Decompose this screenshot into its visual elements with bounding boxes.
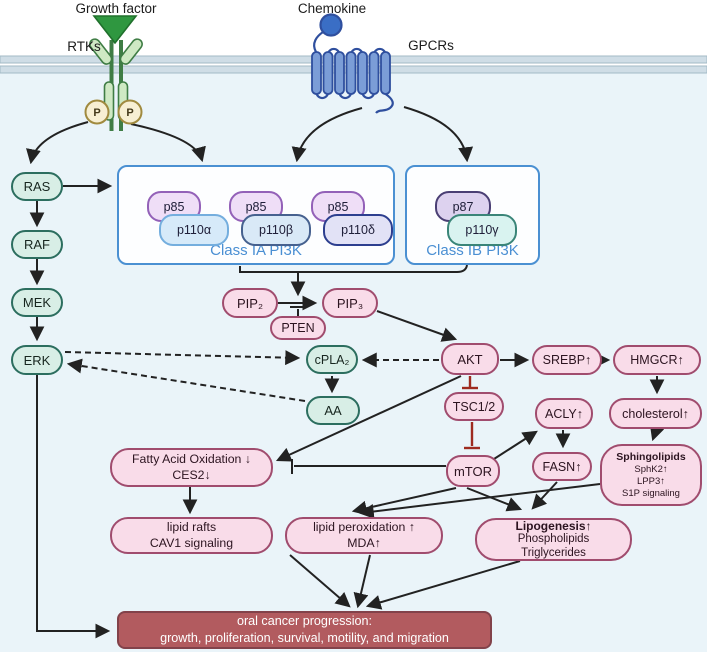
node-cholesterol: cholesterol↑: [609, 398, 702, 429]
phospho-p-left: P: [93, 107, 100, 119]
sphingolipids-line4: S1P signaling: [622, 487, 680, 499]
gpcr-icon: [311, 13, 394, 114]
lipid-peroxidation-line1: lipid peroxidation ↑: [313, 520, 415, 535]
node-erk: ERK: [11, 345, 63, 375]
node-raf: RAF: [11, 230, 63, 259]
sphingolipids-line3: LPP3↑: [637, 475, 665, 487]
node-pip3: PIP₃: [322, 288, 378, 318]
oral-cancer-progression-box: oral cancer progression: growth, prolife…: [117, 611, 492, 649]
sphingolipids-title: Sphingolipids: [616, 450, 686, 463]
node-cpla2: cPLA₂: [306, 345, 358, 374]
subunit-p110a: p110α: [159, 214, 229, 246]
node-mek: MEK: [11, 288, 63, 317]
lipogenesis-line3: Triglycerides: [521, 546, 586, 559]
cancer-line2: growth, proliferation, survival, motilit…: [160, 631, 449, 645]
lipogenesis-line2: Phospholipids: [517, 532, 590, 545]
phosphate-badge-left: P: [84, 99, 110, 125]
node-fasn: FASN↑: [532, 452, 592, 481]
node-pten: PTEN: [270, 316, 326, 340]
node-lipid-peroxidation: lipid peroxidation ↑ MDA↑: [285, 517, 443, 554]
node-lipogenesis: Lipogenesis↑ Phospholipids Triglycerides: [475, 518, 632, 561]
node-fatty-acid-oxidation: Fatty Acid Oxidation ↓ CES2↓: [110, 448, 273, 487]
sphingolipids-line2: SphK2↑: [634, 463, 668, 475]
node-acly: ACLY↑: [535, 398, 593, 429]
lipid-rafts-line2: CAV1 signaling: [149, 535, 234, 550]
chemokine-label: Chemokine: [297, 1, 367, 16]
activation-arrows: [26, 106, 665, 639]
dashed-arrows: [64, 350, 439, 402]
inhibition-arrows-red: [462, 376, 480, 450]
growth-factor-icon: [92, 15, 138, 45]
rtk-label: RTKs: [67, 39, 101, 54]
node-tsc12: TSC1/2: [444, 392, 504, 421]
node-akt: AKT: [441, 343, 499, 375]
gpcr-label: GPCRs: [408, 38, 454, 53]
pten-inhibition-bar: [290, 306, 306, 316]
phospho-p-right: P: [126, 107, 133, 119]
mtor-inhibition-bar: [291, 459, 446, 474]
node-mtor: mTOR: [446, 455, 500, 487]
growth-factor-label: Growth factor: [75, 1, 157, 16]
class-ib-label: Class IB PI3K: [426, 242, 519, 259]
subunit-p110d: p110δ: [323, 214, 393, 246]
cancer-line1: oral cancer progression:: [236, 614, 373, 628]
node-pip2: PIP₂: [222, 288, 278, 318]
lipid-rafts-line1: lipid rafts: [166, 520, 217, 535]
class-ia-label: Class IA PI3K: [210, 242, 302, 259]
node-ras: RAS: [11, 172, 63, 201]
subunit-p110g: p110γ: [447, 214, 517, 246]
lipogenesis-title: Lipogenesis↑: [515, 518, 592, 533]
fao-line1: Fatty Acid Oxidation ↓: [132, 452, 251, 467]
rtk-icon: P P: [84, 15, 143, 131]
subunit-p110b: p110β: [241, 214, 311, 246]
node-lipid-rafts: lipid rafts CAV1 signaling: [110, 517, 273, 554]
phosphate-badge-right: P: [117, 99, 143, 125]
lipid-peroxidation-line2: MDA↑: [347, 535, 381, 550]
fao-line2: CES2↓: [172, 467, 211, 482]
node-hmgcr: HMGCR↑: [613, 345, 701, 375]
node-sphingolipids: Sphingolipids SphK2↑ LPP3↑ S1P signaling: [600, 444, 702, 506]
node-srebp: SREBP↑: [532, 345, 602, 375]
node-aa: AA: [306, 396, 360, 425]
